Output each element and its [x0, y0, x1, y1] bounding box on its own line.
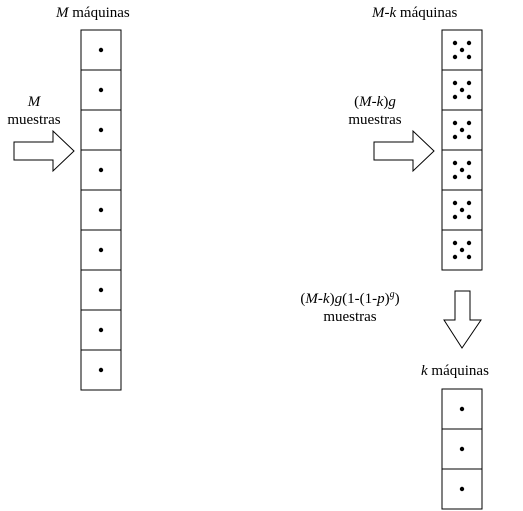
tr-open: ( [300, 291, 306, 307]
right-top-dot [452, 160, 458, 166]
left-dot [98, 367, 104, 373]
tr-var: M-k [305, 291, 330, 307]
right-top-dot [466, 54, 472, 60]
right-top-dot [466, 134, 472, 140]
left-dot [98, 47, 104, 53]
tr-g: g [334, 291, 343, 307]
left-machine-column [80, 29, 122, 391]
right-top-dot [466, 160, 472, 166]
left-title-rest: máquinas [68, 5, 130, 21]
rt-var: M-k [359, 94, 384, 110]
right-top-dot [452, 174, 458, 180]
left-dot [98, 327, 104, 333]
tr-mid: (1-(1- [342, 291, 378, 307]
rt-open: ( [354, 94, 360, 110]
left-input-label: M muestras [0, 93, 68, 129]
tr-close: ) [329, 291, 335, 307]
right-top-dot [452, 94, 458, 100]
right-top-dot [452, 120, 458, 126]
transfer-word: muestras [323, 309, 377, 325]
right-bottom-dot [459, 406, 465, 412]
left-dot [98, 167, 104, 173]
right-top-dot [466, 94, 472, 100]
right-top-dot [452, 54, 458, 60]
right-top-dot [459, 127, 465, 133]
right-bottom-dot [459, 486, 465, 492]
left-dot [98, 247, 104, 253]
tr-tail: ) [394, 291, 400, 307]
tr-p: p [377, 291, 385, 307]
right-top-title-rest: máquinas [396, 5, 458, 21]
right-top-column-title: M-k máquinas [372, 4, 457, 22]
tr-sup: g [389, 289, 395, 300]
right-top-dot [459, 167, 465, 173]
right-top-dot [452, 134, 458, 140]
right-top-dot [459, 47, 465, 53]
right-bottom-title-var: k [421, 363, 428, 379]
left-dot [98, 127, 104, 133]
left-column-title: M máquinas [56, 4, 130, 22]
right-top-dot [466, 80, 472, 86]
left-dot [98, 87, 104, 93]
right-top-input-label: (M-k)g muestras [330, 93, 420, 129]
right-bottom-machine-column [441, 388, 483, 510]
right-top-dot [459, 207, 465, 213]
right-top-dot [452, 200, 458, 206]
right-top-dot [459, 87, 465, 93]
rt-g: g [388, 94, 396, 110]
rt-close: ) [383, 94, 389, 110]
right-top-dot [466, 240, 472, 246]
transfer-label: (M-k)g(1-(1-p)g) muestras [275, 290, 425, 326]
left-input-arrow [13, 129, 75, 173]
right-top-dot [452, 80, 458, 86]
right-top-dot [459, 247, 465, 253]
left-title-var: M [56, 5, 69, 21]
right-top-input-arrow [373, 129, 435, 173]
tr-end: ) [384, 291, 390, 307]
right-bottom-title-rest: máquinas [427, 363, 489, 379]
right-top-dot [452, 214, 458, 220]
right-top-dot [466, 214, 472, 220]
left-input-word: muestras [7, 112, 61, 128]
right-top-machine-column [441, 29, 483, 271]
left-input-var: M [27, 94, 41, 110]
right-top-dot [452, 40, 458, 46]
right-top-dot [452, 254, 458, 260]
right-top-dot [452, 240, 458, 246]
left-dot [98, 287, 104, 293]
right-top-dot [466, 174, 472, 180]
right-top-dot [466, 254, 472, 260]
right-top-dot [466, 200, 472, 206]
right-top-dot [466, 120, 472, 126]
left-dot [98, 207, 104, 213]
right-top-input-word: muestras [348, 112, 402, 128]
right-bottom-column-title: k máquinas [421, 362, 489, 380]
transfer-down-arrow [443, 290, 482, 349]
right-bottom-dot [459, 446, 465, 452]
right-top-dot [466, 40, 472, 46]
right-top-title-var: M-k [372, 5, 397, 21]
